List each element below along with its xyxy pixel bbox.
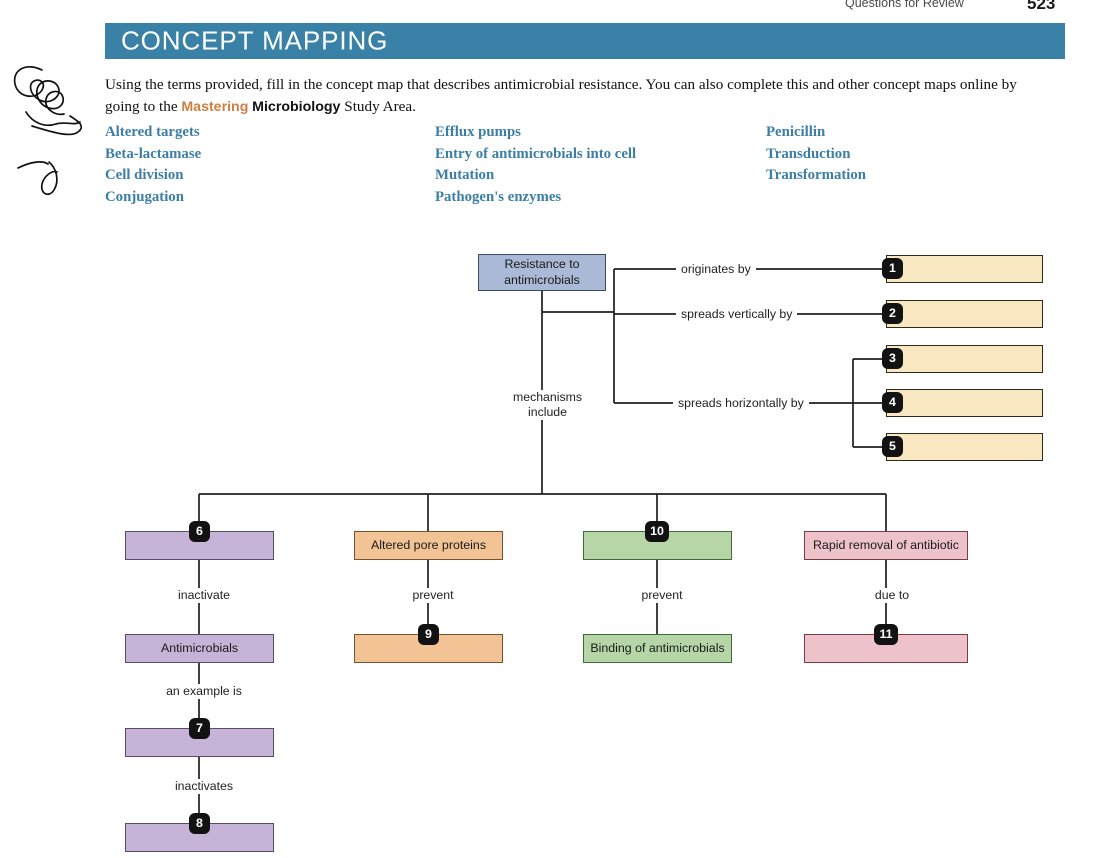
term-item[interactable]: Efflux pumps bbox=[435, 124, 521, 140]
running-head: Questions for Review 523 bbox=[0, 0, 1100, 13]
badge-number: 5 bbox=[889, 439, 896, 454]
badge-6: 6 bbox=[189, 521, 210, 542]
instructions-line-2-before: online by going to the bbox=[105, 76, 1017, 115]
blank-box-2[interactable] bbox=[886, 300, 1043, 328]
node-altered-pore-proteins[interactable]: Altered pore proteins bbox=[354, 531, 503, 560]
term-item[interactable]: Beta-lactamase bbox=[105, 145, 202, 162]
edge-label-an-example-is: an example is bbox=[147, 684, 261, 699]
badge-8: 8 bbox=[189, 813, 210, 834]
badge-3: 3 bbox=[882, 348, 903, 369]
badge-7: 7 bbox=[189, 718, 210, 739]
edge-label-spreads-horizontally-by: spreads horizontally by bbox=[673, 396, 809, 411]
blank-box-4[interactable] bbox=[886, 389, 1043, 417]
badge-number: 11 bbox=[879, 627, 893, 642]
badge-number: 6 bbox=[196, 524, 203, 539]
blank-box-3[interactable] bbox=[886, 345, 1043, 373]
badge-number: 9 bbox=[425, 627, 432, 642]
edge-label-due-to: due to bbox=[852, 588, 932, 603]
edge-label-originates-by: originates by bbox=[676, 262, 756, 277]
term-item[interactable]: Altered targets bbox=[105, 124, 200, 140]
term-item[interactable]: Conjugation bbox=[105, 188, 184, 205]
instructions-line-2-after: Study Area. bbox=[344, 97, 416, 115]
node-antimicrobials[interactable]: Antimicrobials bbox=[125, 634, 274, 663]
badge-4: 4 bbox=[882, 392, 903, 413]
node-label: Rapid removal of antibiotic bbox=[812, 537, 959, 552]
badge-number: 2 bbox=[889, 306, 896, 321]
blank-box-5[interactable] bbox=[886, 433, 1043, 461]
node-label: Antimicrobials bbox=[160, 640, 239, 655]
badge-number: 10 bbox=[650, 524, 664, 539]
badge-number: 4 bbox=[889, 395, 896, 410]
term-bank-column-2: Efflux pumps Entry of antimicrobials int… bbox=[435, 122, 636, 208]
edge-label-inactivate: inactivate bbox=[160, 588, 248, 603]
handwritten-margin-scribble bbox=[13, 65, 83, 196]
term-item[interactable]: Pathogen's enzymes bbox=[435, 188, 562, 205]
node-rapid-removal-of-antibiotic[interactable]: Rapid removal of antibiotic bbox=[804, 531, 968, 560]
node-label: Resistance to antimicrobials bbox=[504, 257, 580, 287]
node-resistance-to-antimicrobials[interactable]: Resistance to antimicrobials bbox=[478, 254, 606, 291]
badge-2: 2 bbox=[882, 303, 903, 324]
badge-10: 10 bbox=[645, 521, 669, 542]
node-binding-of-antimicrobials[interactable]: Binding of antimicrobials bbox=[583, 634, 732, 663]
badge-number: 7 bbox=[196, 721, 203, 736]
term-item[interactable]: Transformation bbox=[766, 167, 867, 184]
edge-label-prevent-pore: prevent bbox=[392, 588, 474, 603]
edge-label-spreads-vertically-by: spreads vertically by bbox=[676, 307, 798, 322]
badge-number: 1 bbox=[889, 261, 896, 276]
badge-5: 5 bbox=[882, 436, 903, 457]
node-label: Altered pore proteins bbox=[370, 537, 487, 552]
badge-11: 11 bbox=[874, 624, 898, 645]
badge-9: 9 bbox=[418, 624, 439, 645]
section-title: CONCEPT MAPPING bbox=[121, 25, 389, 56]
term-item[interactable]: Entry of antimicrobials into cell bbox=[435, 145, 637, 162]
brand-mastering: Mastering bbox=[181, 98, 249, 115]
term-bank-column-3: Penicillin Transduction Transformation bbox=[766, 122, 866, 187]
running-head-title: Questions for Review bbox=[845, 0, 964, 10]
section-banner: CONCEPT MAPPING bbox=[105, 23, 1065, 59]
instructions-paragraph: Using the terms provided, fill in the co… bbox=[105, 74, 1050, 117]
edge-label-mechanisms-include: mechanisms include bbox=[505, 390, 590, 420]
term-bank-column-1: Altered targets Beta-lactamase Cell divi… bbox=[105, 122, 201, 208]
edge-label-inactivates: inactivates bbox=[155, 779, 253, 794]
badge-number: 8 bbox=[196, 816, 203, 831]
node-label: Binding of antimicrobials bbox=[590, 640, 725, 655]
term-item[interactable]: Cell division bbox=[105, 167, 184, 184]
term-item[interactable]: Penicillin bbox=[766, 124, 826, 140]
edge-label-prevent-binding: prevent bbox=[621, 588, 703, 603]
badge-1: 1 bbox=[882, 258, 903, 279]
instructions-line-1: Using the terms provided, fill in the co… bbox=[105, 76, 957, 93]
badge-number: 3 bbox=[889, 351, 896, 366]
page-number: 523 bbox=[1027, 0, 1056, 13]
blank-box-1[interactable] bbox=[886, 255, 1043, 283]
brand-microbiology: Microbiology bbox=[252, 98, 341, 115]
term-item[interactable]: Transduction bbox=[766, 145, 851, 162]
term-item[interactable]: Mutation bbox=[435, 167, 495, 184]
